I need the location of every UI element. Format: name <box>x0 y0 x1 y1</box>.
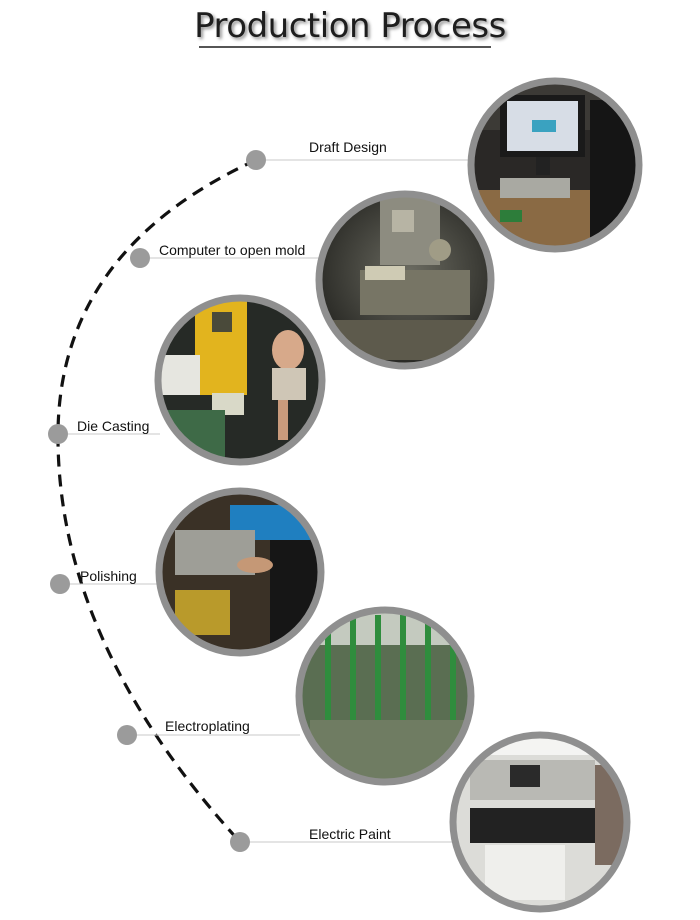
page-title: Production Process <box>194 6 506 46</box>
step-node-4 <box>50 574 70 594</box>
step-node-3 <box>48 424 68 444</box>
step-label-computer-open-mold: Computer to open mold <box>159 242 306 258</box>
step-label-electroplating: Electroplating <box>165 718 250 734</box>
step-label-draft-design: Draft Design <box>309 139 387 155</box>
photo-polishing <box>155 487 325 657</box>
step-nodes <box>48 150 266 852</box>
photo-ring <box>467 77 643 253</box>
step-label-polishing: Polishing <box>80 568 137 584</box>
photo-cnc-mold <box>315 190 495 370</box>
step-label-die-casting: Die Casting <box>77 418 150 434</box>
step-node-2 <box>130 248 150 268</box>
step-label-electric-paint: Electric Paint <box>309 826 391 842</box>
photo-ring <box>154 294 326 466</box>
photo-electroplating <box>295 606 475 786</box>
photo-ring <box>449 731 631 913</box>
title-underline <box>199 46 491 48</box>
leader-lines <box>68 159 472 843</box>
photo-ring <box>295 606 475 786</box>
process-arc <box>56 158 257 844</box>
step-node-1 <box>246 150 266 170</box>
photo-draft-design <box>467 77 643 253</box>
step-node-5 <box>117 725 137 745</box>
step-node-6 <box>230 832 250 852</box>
photo-ring <box>155 487 325 657</box>
photo-die-casting <box>154 294 326 466</box>
photo-ring <box>315 190 495 370</box>
photo-electric-paint <box>449 731 631 913</box>
